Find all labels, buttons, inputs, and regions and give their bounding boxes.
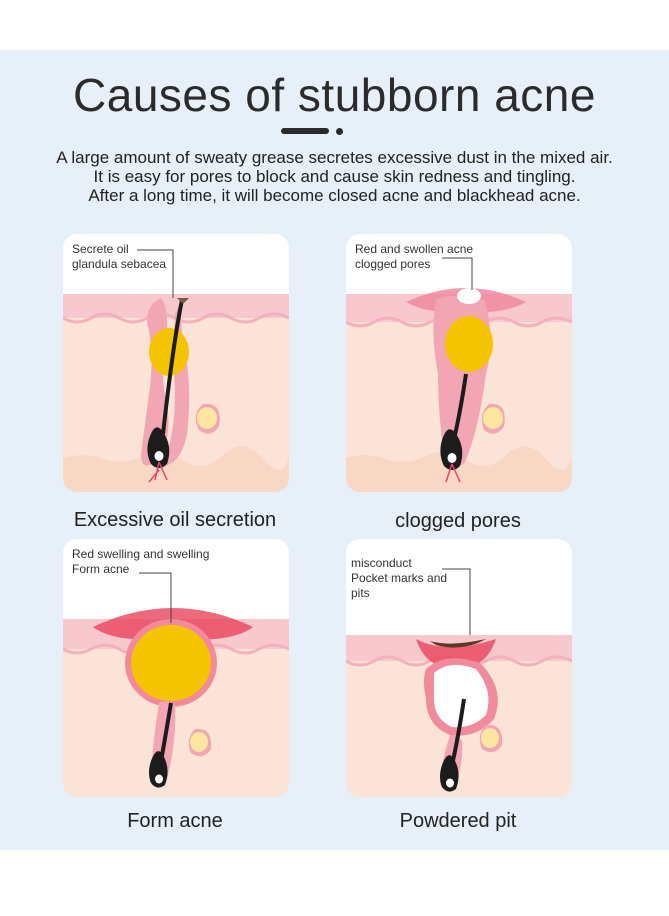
skin-diagram-oil-secretion (63, 249, 289, 492)
title-divider-dot (336, 128, 343, 135)
intro-line: After a long time, it will become closed… (88, 186, 581, 205)
intro-line: It is easy for pores to block and cause … (93, 167, 576, 186)
stage-note: Red swelling and swelling Form acne (72, 547, 210, 576)
page-title: Causes of stubborn acne (73, 69, 596, 121)
stage-caption: clogged pores (395, 510, 521, 532)
skin-diagram-powdered-pit (346, 568, 572, 797)
stage-card-clogged-pores: Red and swollen acne clogged pores (346, 234, 572, 492)
stage-card-form-acne: Red swelling and swelling Form acne (63, 539, 289, 797)
stage-caption: Powdered pit (399, 810, 517, 832)
stage-caption: Form acne (127, 810, 223, 832)
skin-diagram-clogged-pores (346, 257, 572, 492)
stage-note: Secrete oil glandula sebacea (72, 242, 167, 271)
intro-text: A large amount of sweaty grease secretes… (0, 148, 669, 205)
stage-note: misconduct Pocket marks and pits (351, 556, 448, 600)
skin-diagram-form-acne (63, 572, 289, 797)
title-divider (281, 128, 329, 134)
stage-card-oil-secretion: Secrete oil glandula sebacea (63, 234, 289, 492)
stage-note: Red and swollen acne clogged pores (355, 242, 474, 271)
stage-caption: Excessive oil secretion (73, 509, 277, 531)
intro-line: A large amount of sweaty grease secretes… (56, 148, 613, 167)
stage-card-powdered-pit: misconduct Pocket marks and pits (346, 539, 572, 797)
